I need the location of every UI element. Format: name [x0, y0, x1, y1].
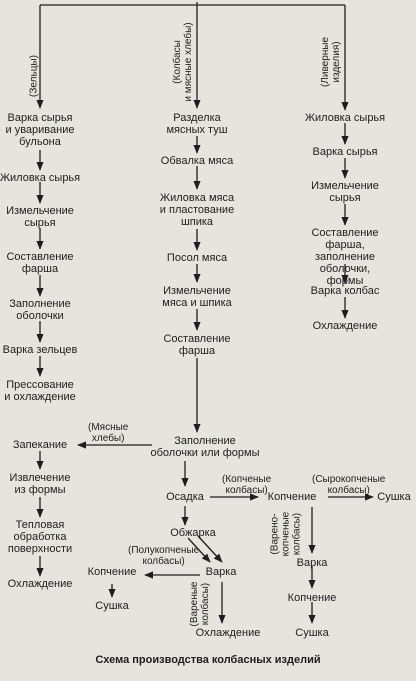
- aspic-step: Прессование и охлаждение: [4, 379, 76, 403]
- aspic-step: Измельчение сырья: [6, 205, 74, 229]
- meat-loaf-step: Запекание: [12, 439, 68, 451]
- liver-step: Составление фарша, заполнение оболочки, …: [311, 227, 379, 287]
- sausage-step: Посол мяса: [166, 252, 228, 264]
- cooking-step: Варка: [205, 566, 237, 578]
- meat-loaf-step: Извлечение из формы: [9, 472, 71, 496]
- raw-drying-step: Сушка: [377, 491, 411, 503]
- meat-loaf-step: Тепловая обработка поверхности: [7, 519, 73, 555]
- semi-smoked-label: (Полукопченые колбасы): [128, 545, 200, 567]
- liver-step: Измельчение сырья: [311, 180, 379, 204]
- boiled-label: (Вареные колбасы): [189, 581, 211, 627]
- semi-smoking-step: Копчение: [87, 566, 137, 578]
- meat-loaf-step: Охлаждение: [7, 578, 73, 590]
- smoking-step: Копчение: [267, 491, 317, 503]
- aspic-step: Варка зельцев: [2, 344, 78, 356]
- boiled-smoked-label: (Варено- копченые колбасы): [269, 511, 303, 557]
- aspic-step: Составление фарша: [6, 251, 74, 275]
- meat-loaf-label: (Мясные хлебы): [88, 422, 129, 444]
- aspic-step: Варка сырья и уваривание бульона: [5, 112, 75, 148]
- aspic-step: Жиловка сырья: [0, 172, 81, 184]
- sausage-step: Жиловка мяса и пластование шпика: [159, 192, 235, 228]
- liver-step: Жиловка сырья: [304, 112, 386, 124]
- figure-caption: Схема производства колбасных изделий: [95, 654, 321, 666]
- bs-drying-step: Сушка: [295, 627, 329, 639]
- branch-label-liver: (Ливерные изделия): [320, 36, 342, 88]
- semi-drying-step: Сушка: [95, 600, 129, 612]
- settling-step: Осадка: [166, 491, 204, 503]
- smoked-label: (Копченые колбасы): [222, 474, 272, 496]
- sausage-step: Разделка мясных туш: [166, 112, 228, 136]
- sausage-step: Составление фарша: [163, 333, 231, 357]
- bs-cooking-step: Варка: [296, 557, 328, 569]
- branch-label-sausage: (Колбасы и мясные хлебы): [172, 22, 194, 102]
- branch-label-aspic: (Зельцы): [28, 55, 40, 97]
- sausage-step: Заполнение оболочки или формы: [150, 435, 260, 459]
- liver-step: Варка сырья: [312, 146, 378, 158]
- chilling-step: Охлаждение: [195, 627, 261, 639]
- liver-step: Охлаждение: [312, 320, 378, 332]
- frying-step: Обжарка: [170, 527, 216, 539]
- raw-smoked-label: (Сырокопченые колбасы): [312, 474, 386, 496]
- sausage-step: Обвалка мяса: [160, 155, 234, 167]
- aspic-step: Заполнение оболочки: [9, 298, 71, 322]
- liver-step: Варка колбас: [310, 285, 380, 297]
- bs-smoking-step: Копчение: [287, 592, 337, 604]
- sausage-step: Измельчение мяса и шпика: [162, 285, 232, 309]
